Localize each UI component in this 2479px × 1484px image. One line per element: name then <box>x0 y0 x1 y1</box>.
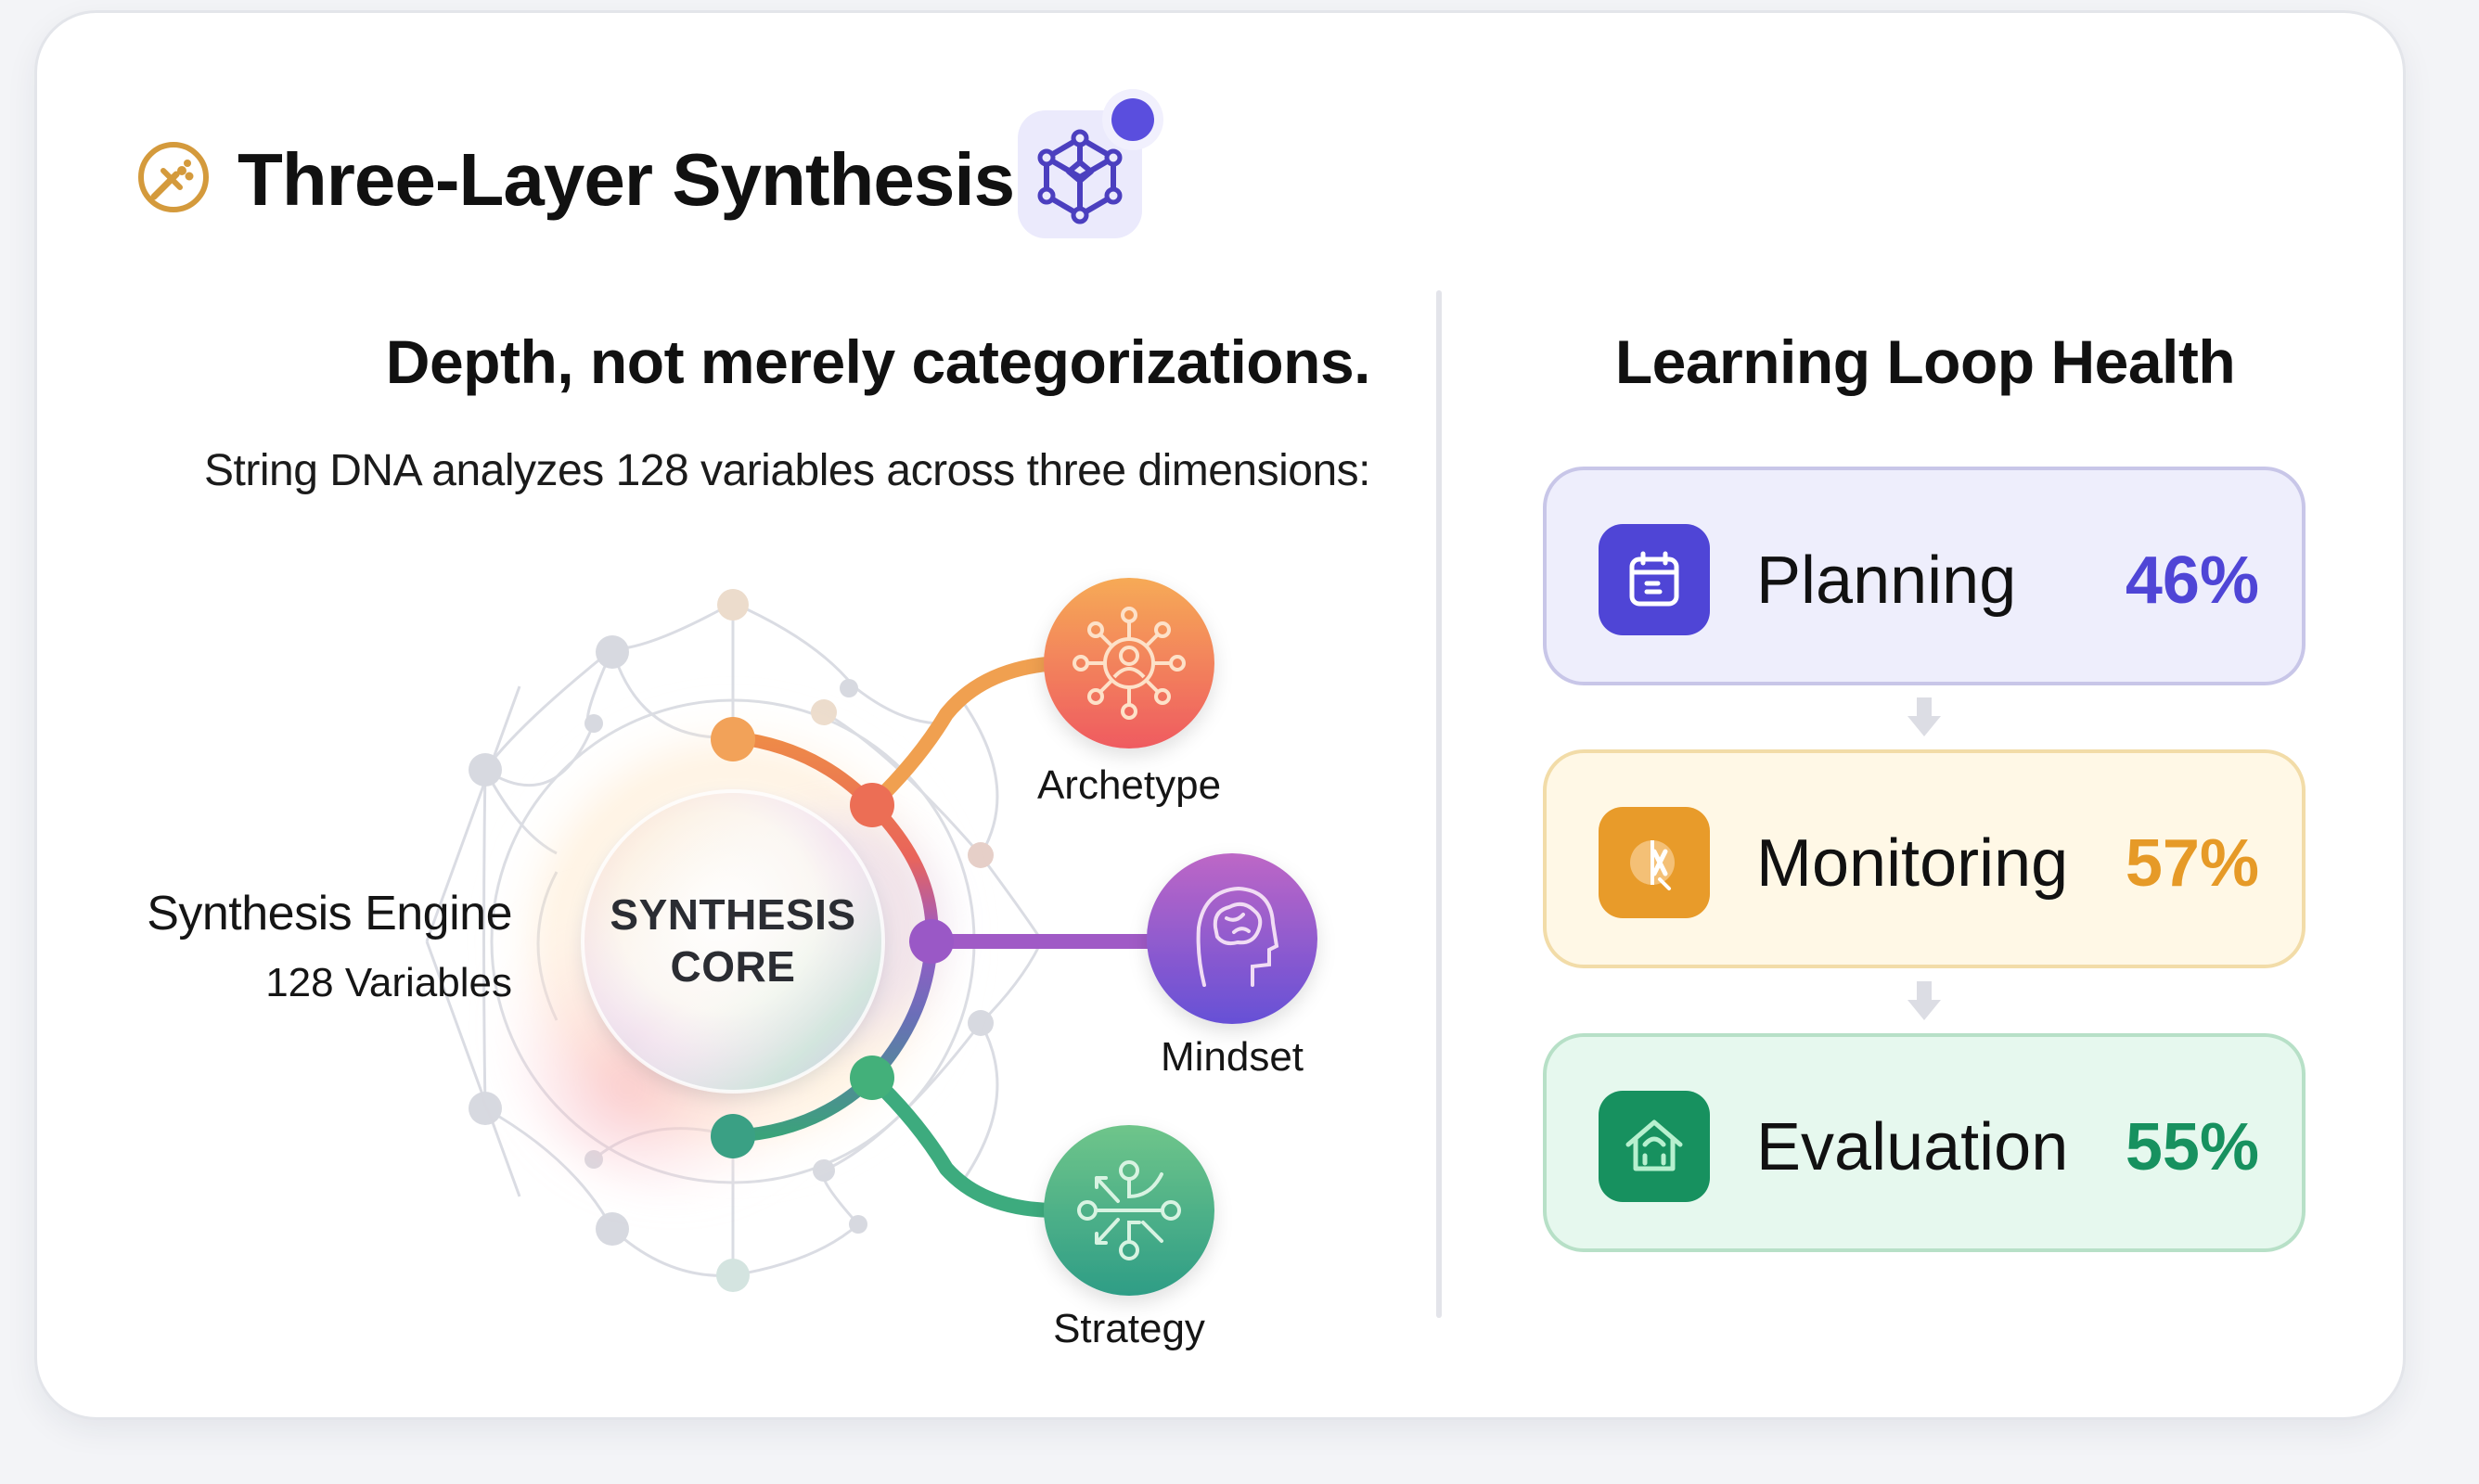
network-person-icon <box>1073 607 1186 720</box>
column-divider <box>1436 290 1442 1318</box>
synthesis-network-diagram <box>425 578 1317 1296</box>
stage-percentage: 55% <box>2125 1110 2259 1184</box>
calendar-icon <box>1599 524 1710 635</box>
section-heading-depth: Depth, not merely categorizations. <box>385 327 1371 396</box>
core-label-line1: SYNTHESIS <box>610 890 856 939</box>
mindset-node <box>1147 853 1317 1024</box>
engine-title: Synthesis Engine <box>147 887 512 940</box>
house-icon <box>1599 1091 1710 1202</box>
page-title: Three-Layer Synthesis <box>238 138 1015 221</box>
core-label-line2: CORE <box>670 942 796 991</box>
head-brain-icon <box>1196 886 1279 987</box>
notification-dot <box>1111 98 1154 141</box>
down-arrow-icon <box>1907 981 1941 1020</box>
engine-variable-count: 128 Variables <box>265 960 512 1005</box>
dimension-label-archetype: Archetype <box>1036 762 1222 808</box>
section-subheading: String DNA analyzes 128 variables across… <box>204 446 1370 495</box>
strategy-arrows-icon <box>1077 1160 1181 1260</box>
dimension-label-mindset: Mindset <box>1160 1034 1304 1080</box>
stage-card-monitoring[interactable]: Monitoring 57% <box>1543 749 2306 968</box>
stage-label: Evaluation <box>1756 1110 2069 1184</box>
stage-percentage: 46% <box>2125 544 2259 618</box>
stage-percentage: 57% <box>2125 826 2259 901</box>
network-cube-icon <box>1037 129 1123 224</box>
stage-label: Planning <box>1756 544 2017 618</box>
stage-card-evaluation[interactable]: Evaluation 55% <box>1543 1033 2306 1252</box>
learning-loop-heading: Learning Loop Health <box>1614 327 2236 396</box>
dimension-label-strategy: Strategy <box>1053 1306 1205 1351</box>
synthesis-core-label: SYNTHESIS CORE <box>610 889 855 992</box>
monitoring-icon <box>1599 807 1710 918</box>
stage-card-planning[interactable]: Planning 46% <box>1543 467 2306 685</box>
down-arrow-icon <box>1907 697 1941 736</box>
stage-label: Monitoring <box>1756 826 2069 901</box>
satellite-icon <box>135 139 212 215</box>
